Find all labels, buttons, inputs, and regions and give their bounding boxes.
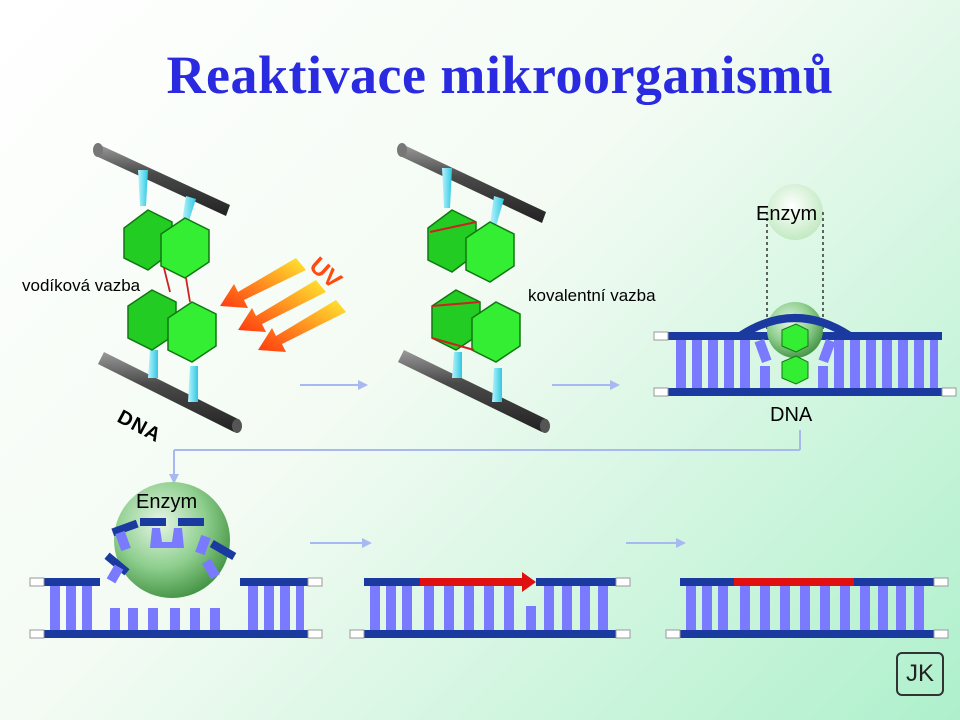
author-logo: JK (896, 652, 944, 696)
hydrogen-bridge (442, 168, 452, 208)
flow-arrow (310, 538, 686, 548)
enzyme-label-top: Enzym (756, 203, 817, 226)
hydrogen-bridge (492, 368, 502, 402)
hydrogen-bridge (452, 352, 462, 378)
hydrogen-bond-label: vodíková vazba (22, 276, 140, 296)
enzyme-label-bottom: Enzym (136, 491, 197, 514)
hydrogen-bridge (490, 196, 504, 226)
thymine-dimer (428, 210, 520, 362)
dna-backbone-top-2 (397, 143, 546, 223)
dna-ladder-right (654, 302, 956, 396)
dna-ladder-bottom-3 (666, 578, 948, 638)
covalent-bond-label: kovalentní vazba (528, 286, 656, 306)
dna-backbone-top-1 (93, 143, 230, 216)
slide-title: Reaktivace mikroorganismů (0, 44, 960, 106)
dna-ladder-bottom-2 (350, 572, 630, 638)
connector-line (169, 430, 800, 484)
hydrogen-bridge (138, 170, 148, 206)
dna-label-right: DNA (770, 404, 812, 427)
hydrogen-bridge (188, 366, 198, 402)
hydrogen-bridge (148, 350, 158, 378)
dna-backbone-bottom-2 (398, 350, 550, 433)
